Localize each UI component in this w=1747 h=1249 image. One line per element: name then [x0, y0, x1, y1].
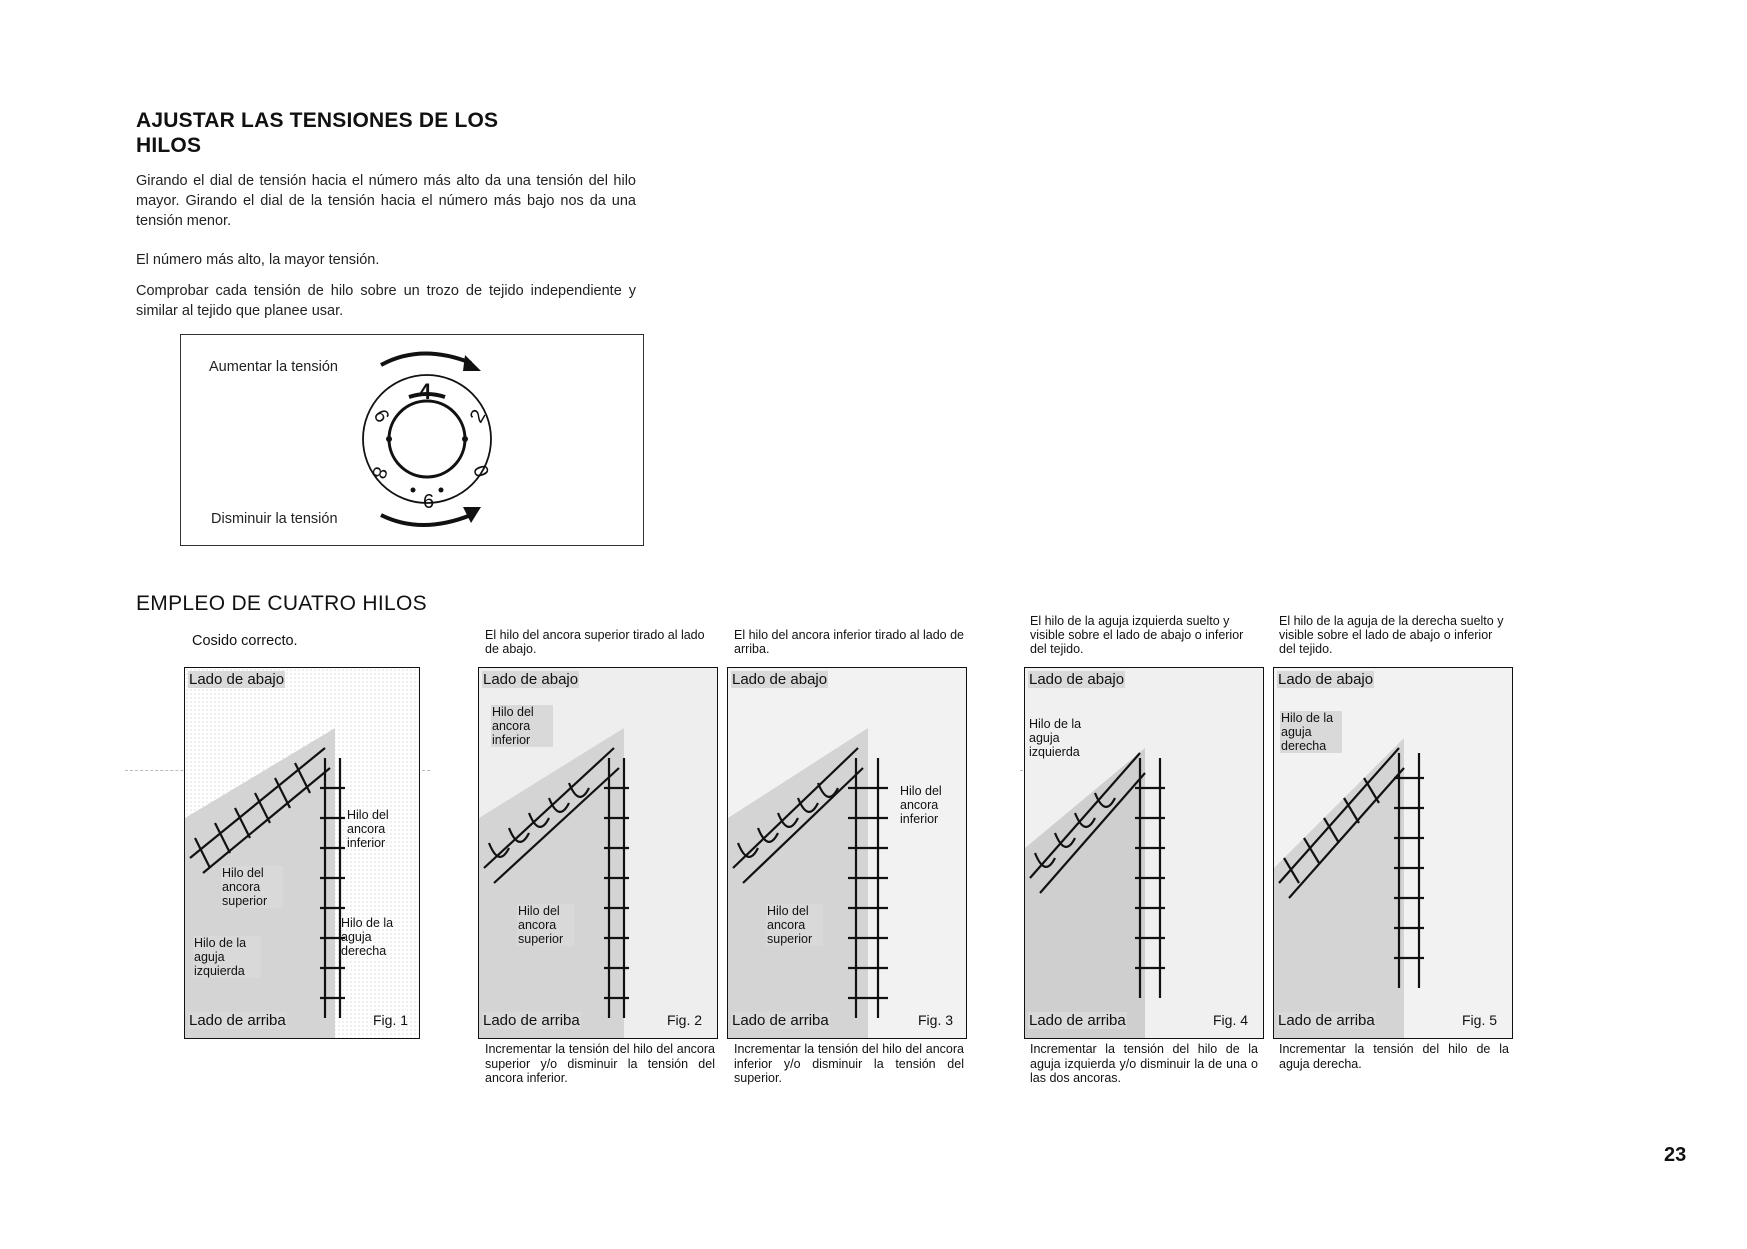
decrease-tension-label: Disminuir la tensión — [211, 511, 338, 527]
fig4-side-top: Lado de abajo — [1028, 671, 1126, 688]
fig1-label-upper-looper: Hilo del ancora superior — [221, 866, 283, 908]
fig3-label-lower-looper: Hilo del ancora inferior — [900, 784, 942, 826]
title-line-2: HILOS — [136, 134, 202, 157]
fig1-label-lower-looper: Hilo del ancora inferior — [347, 808, 389, 850]
fig2-top-caption: El hilo del ancora superior tirado al la… — [485, 628, 705, 656]
fig5-label: Fig. 5 — [1462, 1012, 1498, 1028]
dial-number-6-bottom: 6 — [423, 491, 435, 513]
fig3-label-upper-looper: Hilo del ancora superior — [766, 904, 823, 946]
fig3-bottom-caption: Incrementar la tensión del hilo del anco… — [734, 1042, 964, 1085]
section-title-tensions: AJUSTAR LAS TENSIONES DE LOS HILOS — [136, 108, 696, 158]
figure-4: Lado de abajo Hilo de la aguja izquierda… — [1024, 667, 1264, 1039]
fig4-label-left-needle: Hilo de la aguja izquierda — [1029, 717, 1082, 759]
fig5-stitch-illustration — [1274, 668, 1512, 1038]
fig5-label-right-needle: Hilo de la aguja derecha — [1280, 711, 1342, 753]
fig4-side-bottom: Lado de arriba — [1028, 1012, 1127, 1029]
paragraph-higher-number: El número más alto, la mayor tensión. — [136, 252, 380, 268]
fig3-side-top: Lado de abajo — [731, 671, 829, 688]
fig1-stitch-illustration — [185, 668, 419, 1038]
fig3-top-caption: El hilo del ancora inferior tirado al la… — [734, 628, 964, 656]
fig4-top-caption: El hilo de la aguja izquierda suelto y v… — [1030, 614, 1244, 656]
fig3-stitch-illustration — [728, 668, 966, 1038]
fig5-side-bottom: Lado de arriba — [1277, 1012, 1376, 1029]
page-number: 23 — [1664, 1144, 1687, 1166]
dial-number-4: 4 — [419, 379, 432, 404]
fig3-side-bottom: Lado de arriba — [731, 1012, 830, 1029]
fig2-label: Fig. 2 — [667, 1012, 703, 1028]
figure-5: Lado de abajo Hilo de la aguja derecha L… — [1273, 667, 1513, 1039]
fig5-top-caption: El hilo de la aguja de la derecha suelto… — [1279, 614, 1504, 656]
fig1-side-bottom: Lado de arriba — [188, 1012, 287, 1029]
fig5-side-top: Lado de abajo — [1277, 671, 1375, 688]
fig2-label-lower-looper: Hilo del ancora inferior — [491, 705, 553, 747]
fig1-side-top: Lado de abajo — [188, 671, 286, 688]
fig4-bottom-caption: Incrementar la tensión del hilo de la ag… — [1030, 1042, 1258, 1085]
paragraph-test-fabric: Comprobar cada tensión de hilo sobre un … — [136, 283, 636, 319]
tension-dial-icon — [362, 351, 492, 527]
section-title-four-threads: EMPLEO DE CUATRO HILOS — [136, 592, 427, 615]
title-line-1: AJUSTAR LAS TENSIONES DE LOS — [136, 109, 499, 132]
fig2-label-upper-looper: Hilo del ancora superior — [517, 904, 574, 946]
fig2-bottom-caption: Incrementar la tensión del hilo del anco… — [485, 1042, 715, 1085]
figure-3: Lado de abajo Hilo del ancora inferior H… — [727, 667, 967, 1039]
fig1-label: Fig. 1 — [373, 1012, 409, 1028]
fig3-label: Fig. 3 — [918, 1012, 954, 1028]
figure-2: Lado de abajo Hilo del ancora inferior H… — [478, 667, 718, 1039]
fig4-label: Fig. 4 — [1213, 1012, 1249, 1028]
fig5-bottom-caption: Incrementar la tensión del hilo de la ag… — [1279, 1042, 1509, 1071]
figure-1: Lado de abajo Hilo del ancora inferior H… — [184, 667, 420, 1039]
paragraph-dial-direction: Girando el dial de tensión hacia el núme… — [136, 173, 636, 229]
fig1-top-caption: Cosido correcto. — [192, 633, 298, 649]
tension-dial-illustration: Aumentar la tensión Disminuir la tensión… — [180, 334, 644, 546]
fig1-label-left-needle: Hilo de la aguja izquierda — [193, 936, 261, 978]
fig1-label-right-needle: Hilo de la aguja derecha — [341, 916, 394, 958]
fig4-stitch-illustration — [1025, 668, 1263, 1038]
increase-tension-label: Aumentar la tensión — [209, 359, 338, 375]
fig2-side-bottom: Lado de arriba — [482, 1012, 581, 1029]
fig2-side-top: Lado de abajo — [482, 671, 580, 688]
